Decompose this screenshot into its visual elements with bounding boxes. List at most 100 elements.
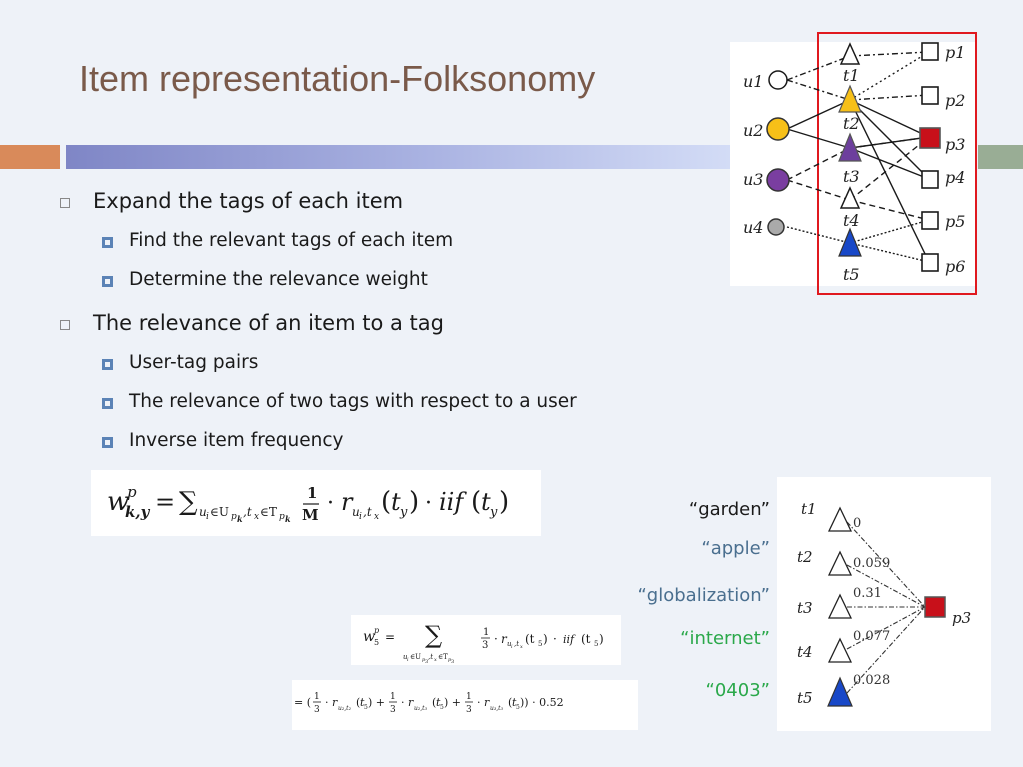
item-node bbox=[921, 211, 939, 230]
svg-text:p: p bbox=[279, 512, 285, 522]
svg-text:,t: ,t bbox=[363, 505, 372, 519]
tag-name-garden: “garden” bbox=[688, 499, 770, 520]
tag-label: t5 bbox=[797, 689, 813, 707]
svg-text:p: p bbox=[231, 512, 237, 522]
bullet-1-sub-1: Find the relevant tags of each item bbox=[129, 230, 454, 251]
svg-text:): ) bbox=[409, 487, 419, 517]
svg-text:u₂,t₂: u₂,t₂ bbox=[338, 705, 352, 712]
accent-bar-right bbox=[978, 145, 1023, 169]
weight-label: 0.077 bbox=[853, 629, 890, 644]
sub-bullet-marker bbox=[102, 237, 113, 248]
tag-label: t1 bbox=[801, 500, 817, 518]
svg-text:M: M bbox=[302, 506, 319, 524]
item-label: p5 bbox=[945, 212, 965, 231]
svg-text:1: 1 bbox=[307, 484, 317, 502]
svg-text:k,y: k,y bbox=[125, 503, 151, 521]
tag-node bbox=[838, 84, 862, 113]
svg-text:5: 5 bbox=[364, 704, 368, 711]
item-node bbox=[921, 170, 939, 189]
svg-text:iif: iif bbox=[439, 488, 467, 516]
item-node bbox=[924, 596, 946, 618]
svg-text:t: t bbox=[481, 488, 491, 516]
svg-text:,t: ,t bbox=[514, 640, 519, 648]
tag-label: t2 bbox=[843, 114, 860, 133]
user-label: u1 bbox=[743, 72, 763, 91]
bullet-marker bbox=[60, 198, 70, 208]
tag-label: t4 bbox=[797, 643, 813, 661]
svg-text:∈U: ∈U bbox=[210, 505, 229, 519]
tag-node bbox=[838, 227, 862, 257]
svg-text:y: y bbox=[489, 505, 498, 520]
bullet-1-sub-2: Determine the relevance weight bbox=[129, 269, 428, 290]
svg-text:1: 1 bbox=[466, 692, 472, 702]
user-label: u2 bbox=[743, 121, 763, 140]
svg-text:p: p bbox=[374, 626, 379, 635]
svg-text:5: 5 bbox=[440, 704, 444, 711]
svg-text:(t: (t bbox=[581, 632, 591, 646]
tag-node bbox=[827, 550, 853, 576]
bullet-2-sub-3: Inverse item frequency bbox=[129, 430, 344, 451]
svg-text:t: t bbox=[360, 696, 365, 709]
svg-text:u: u bbox=[507, 640, 512, 648]
svg-text:∈T: ∈T bbox=[438, 653, 448, 661]
svg-text:): ) bbox=[543, 632, 548, 646]
item-label: p3 bbox=[945, 135, 965, 154]
sub-bullet-marker bbox=[102, 398, 113, 409]
svg-text:u: u bbox=[199, 505, 207, 519]
item-node bbox=[921, 253, 939, 272]
svg-text:=: = bbox=[155, 488, 175, 516]
svg-text:r: r bbox=[501, 632, 508, 646]
tag-label: t5 bbox=[843, 265, 860, 284]
user-label: u4 bbox=[743, 218, 763, 237]
svg-text:i: i bbox=[359, 512, 362, 522]
svg-text:u₂,t₃: u₂,t₃ bbox=[414, 705, 428, 712]
sub-bullet-marker bbox=[102, 359, 113, 370]
example-graph-panel: 0 0.059 0.31 0.077 0.028 t1 t2 t3 t4 t5 … bbox=[777, 477, 991, 731]
tag-label: t4 bbox=[843, 211, 860, 230]
weight-label: 0.028 bbox=[853, 673, 890, 688]
svg-text:t: t bbox=[391, 488, 401, 516]
svg-text:·: · bbox=[494, 632, 498, 646]
svg-text:5: 5 bbox=[516, 704, 520, 711]
svg-text:3: 3 bbox=[425, 659, 428, 665]
svg-text:p: p bbox=[448, 657, 452, 663]
bullet-2-sub-1: User-tag pairs bbox=[129, 352, 259, 373]
svg-text:·: · bbox=[477, 696, 481, 709]
tag-label: t2 bbox=[797, 548, 813, 566]
tag-node bbox=[827, 676, 853, 707]
svg-text:5: 5 bbox=[538, 640, 542, 648]
item-node bbox=[921, 86, 939, 105]
svg-text:(: ( bbox=[432, 696, 436, 709]
weight-label: 0.31 bbox=[853, 586, 882, 601]
svg-text:(: ( bbox=[471, 487, 481, 517]
svg-text:(t: (t bbox=[525, 632, 535, 646]
svg-text:w: w bbox=[363, 629, 375, 645]
tag-name-globalization: “globalization” bbox=[637, 585, 770, 606]
svg-text:): ) bbox=[499, 487, 509, 517]
svg-text:·: · bbox=[553, 632, 557, 646]
item-node bbox=[921, 42, 939, 61]
svg-text:·: · bbox=[325, 696, 329, 709]
svg-text:,t: ,t bbox=[243, 505, 252, 519]
svg-text:∈U: ∈U bbox=[410, 653, 421, 661]
bullet-2: The relevance of an item to a tag bbox=[93, 311, 444, 335]
svg-text:x: x bbox=[520, 644, 523, 650]
svg-text:3: 3 bbox=[482, 640, 488, 651]
svg-text:(: ( bbox=[356, 696, 360, 709]
tag-node bbox=[827, 637, 853, 663]
tag-node bbox=[839, 186, 861, 209]
svg-text:) +: ) + bbox=[444, 696, 461, 709]
tag-name-internet: “internet” bbox=[680, 628, 770, 649]
svg-text:·: · bbox=[327, 491, 334, 516]
svg-text:3: 3 bbox=[466, 705, 472, 715]
svg-text:5: 5 bbox=[374, 638, 379, 647]
svg-text:= (: = ( bbox=[294, 696, 311, 709]
svg-text:5: 5 bbox=[594, 640, 598, 648]
svg-text:r: r bbox=[341, 488, 354, 516]
svg-text:t: t bbox=[512, 696, 517, 709]
